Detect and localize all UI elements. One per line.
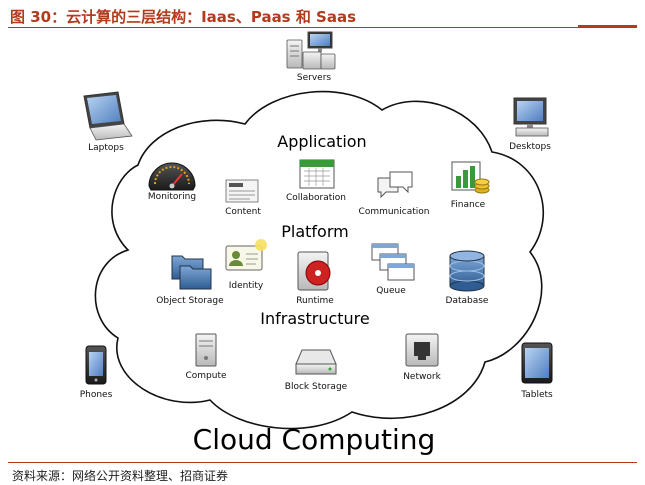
servers-icon (286, 31, 336, 70)
runtime-disc-icon (297, 251, 331, 291)
network-label: Network (403, 372, 441, 382)
platform-layer-title: Platform (281, 222, 348, 241)
monitoring-label: Monitoring (148, 192, 196, 202)
servers-label: Servers (297, 73, 332, 83)
top-rule-tab (578, 25, 637, 28)
infrastructure-layer-title: Infrastructure (260, 309, 369, 328)
chat-bubbles-icon (377, 171, 413, 199)
runtime-label: Runtime (296, 296, 334, 306)
block-storage-label: Block Storage (285, 382, 348, 392)
finance-label: Finance (451, 200, 486, 210)
id-card-icon (225, 239, 267, 271)
tablet-icon (521, 342, 553, 384)
calendar-icon (299, 159, 335, 189)
hard-drive-icon (295, 349, 337, 375)
communication-label: Communication (359, 207, 430, 217)
cloud-computing-label: Cloud Computing (193, 423, 436, 456)
phones-label: Phones (80, 390, 113, 400)
queue-label: Queue (376, 286, 406, 296)
collaboration-label: Collaboration (286, 193, 346, 203)
compute-tower-icon (195, 333, 217, 367)
compute-label: Compute (185, 371, 227, 381)
finance-chart-icon (451, 161, 490, 194)
network-socket-icon (405, 333, 439, 367)
tablets-label: Tablets (520, 390, 553, 400)
object-storage-label: Object Storage (156, 296, 224, 306)
monitoring-icon (148, 162, 196, 191)
database-icon (449, 250, 485, 292)
folders-icon (171, 255, 212, 290)
laptops-label: Laptops (88, 143, 124, 153)
identity-label: Identity (229, 281, 264, 291)
top-rule (8, 27, 637, 28)
laptop-icon (83, 91, 133, 141)
newspaper-icon (225, 179, 259, 203)
desktop-icon (513, 97, 549, 137)
phone-icon (85, 345, 107, 385)
desktops-label: Desktops (509, 142, 551, 152)
database-label: Database (446, 296, 489, 306)
bottom-rule (8, 462, 637, 463)
application-layer-title: Application (277, 132, 366, 151)
figure-title: 图 30：云计算的三层结构：Iaas、Paas 和 Saas (10, 8, 357, 26)
source-note: 资料来源：网络公开资料整理、招商证券 (12, 469, 229, 483)
queue-windows-icon (371, 243, 415, 281)
content-label: Content (225, 207, 261, 217)
